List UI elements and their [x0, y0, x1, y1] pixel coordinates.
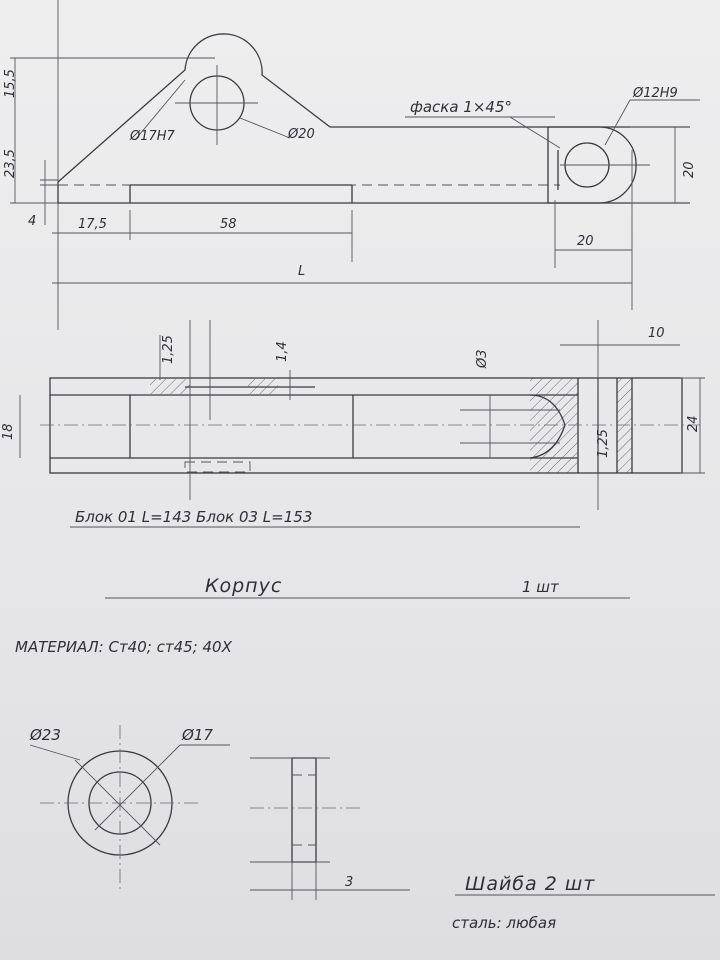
- dim-10: 10: [648, 326, 665, 341]
- dim-24: 24: [686, 415, 701, 432]
- part-quantity-housing: 1 шт: [522, 578, 560, 596]
- dim-4: 4: [28, 214, 36, 229]
- part-name-washer: Шайба 2 шт: [465, 873, 595, 895]
- housing-side-view: [10, 0, 700, 330]
- dim-d20: Ø20: [287, 127, 315, 142]
- dim-d23: Ø23: [29, 726, 61, 744]
- washer-view: [29, 725, 410, 900]
- part-name-housing: Корпус: [205, 575, 282, 597]
- dim-d17: Ø17: [181, 726, 213, 744]
- dim-18: 18: [1, 423, 16, 440]
- washer-material-note: сталь: любая: [452, 914, 556, 932]
- block-lengths-note: Блок 01 L=143 Блок 03 L=153: [75, 508, 312, 526]
- dim-58: 58: [220, 217, 237, 232]
- dim-20-vertical: 20: [682, 161, 697, 178]
- dim-23-5: 23,5: [3, 149, 18, 178]
- dim-L: L: [298, 264, 305, 279]
- dim-15-5: 15,5: [3, 69, 18, 98]
- dim-d12h9: Ø12H9: [632, 86, 678, 101]
- dim-20-horizontal: 20: [577, 234, 594, 249]
- dim-1-25-bottom: 1,25: [596, 429, 611, 458]
- dim-d17h7: Ø17H7: [129, 129, 176, 144]
- chamfer-note: фаска 1×45°: [410, 98, 512, 116]
- dim-1-25-top: 1,25: [161, 335, 176, 364]
- material-note: МАТЕРИАЛ: Ст40; ст45; 40Х: [15, 638, 233, 656]
- dim-17-5: 17,5: [78, 217, 107, 232]
- housing-top-view: [19, 320, 705, 510]
- dim-d3: Ø3: [475, 349, 490, 369]
- dim-1-4: 1,4: [275, 341, 290, 362]
- dim-3: 3: [345, 875, 353, 890]
